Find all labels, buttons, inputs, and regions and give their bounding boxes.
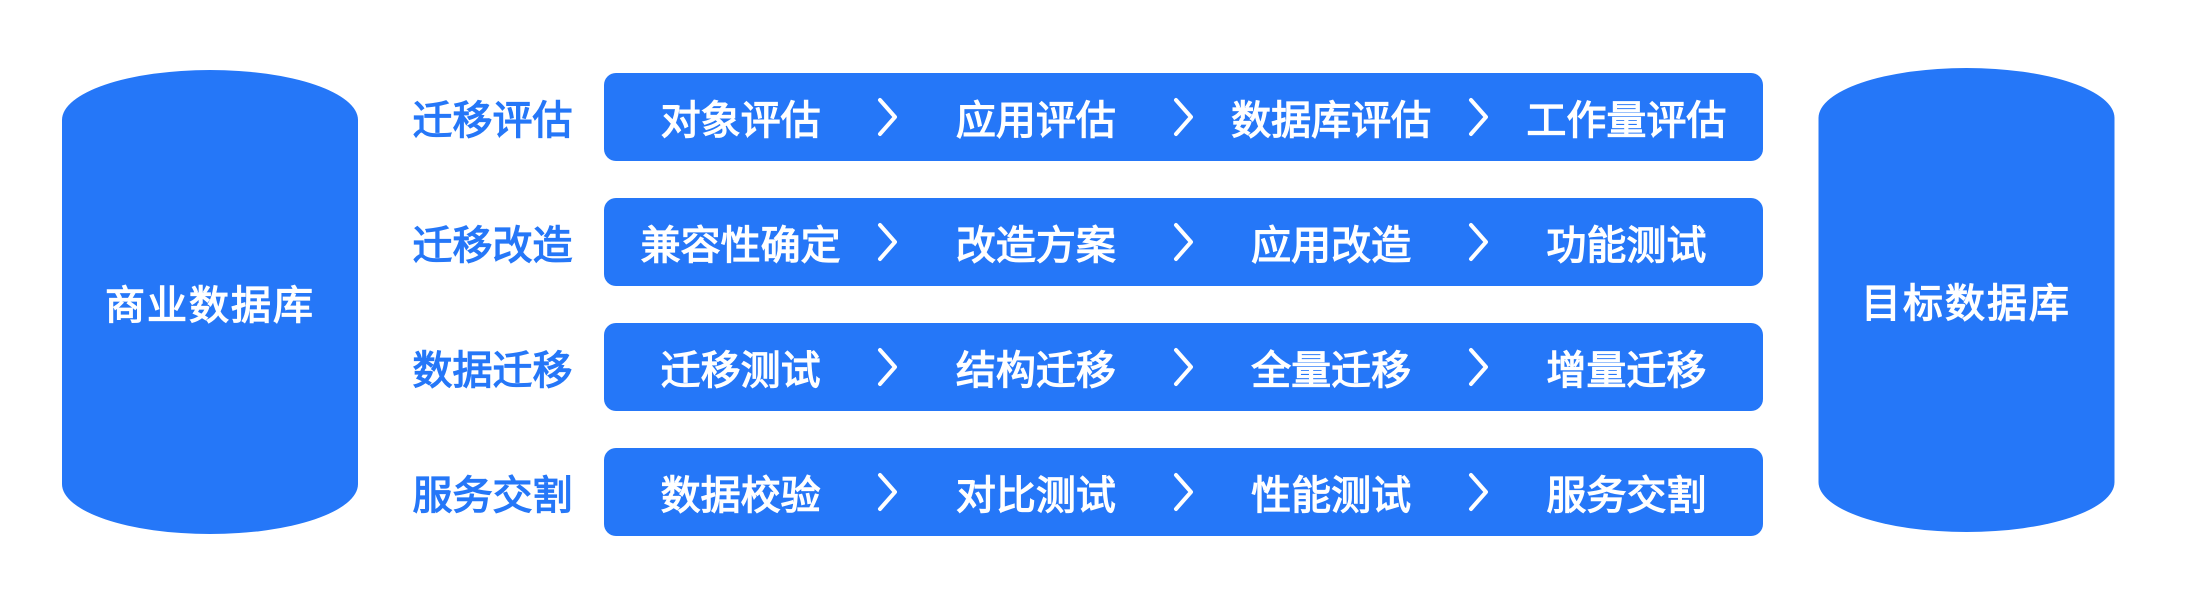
source-database-label: 商业数据库 (105, 284, 315, 328)
process-bar: 对象评估 应用评估 数据库评估 工作量评估 (604, 73, 1763, 161)
target-database-cylinder: 目标数据库 (1818, 68, 2115, 532)
row-label: 迁移评估 (412, 99, 573, 143)
chevron-right-icon (877, 472, 899, 512)
step-label: 性能测试 (1251, 474, 1412, 518)
chevron-right-icon (877, 97, 899, 137)
step-label: 全量迁移 (1251, 349, 1412, 393)
row-label: 迁移改造 (412, 224, 573, 268)
row-label: 服务交割 (412, 474, 573, 518)
source-database-cylinder: 商业数据库 (62, 70, 358, 534)
chevron-right-icon (877, 222, 899, 262)
step-label: 数据库评估 (1231, 99, 1432, 143)
step-label: 兼容性确定 (640, 224, 841, 268)
row-label: 数据迁移 (412, 349, 573, 393)
chevron-right-icon (1468, 347, 1490, 387)
chevron-right-icon (1173, 347, 1195, 387)
step-label: 服务交割 (1546, 474, 1707, 518)
step-label: 数据校验 (660, 474, 821, 518)
step-label: 迁移测试 (660, 349, 821, 393)
step-label: 对象评估 (660, 99, 821, 143)
process-bar: 迁移测试 结构迁移 全量迁移 增量迁移 (604, 323, 1763, 411)
chevron-right-icon (877, 347, 899, 387)
process-row: 服务交割 数据校验 对比测试 性能测试 服务交割 (0, 448, 2185, 536)
process-row: 数据迁移 迁移测试 结构迁移 全量迁移 增量迁移 (0, 323, 2185, 411)
chevron-right-icon (1173, 97, 1195, 137)
target-database-label: 目标数据库 (1861, 282, 2071, 326)
step-label: 结构迁移 (955, 349, 1116, 393)
step-label: 功能测试 (1546, 224, 1707, 268)
chevron-right-icon (1173, 472, 1195, 512)
process-bar: 兼容性确定 改造方案 应用改造 功能测试 (604, 198, 1763, 286)
process-row: 迁移改造 兼容性确定 改造方案 应用改造 功能测试 (0, 198, 2185, 286)
chevron-right-icon (1468, 97, 1490, 137)
step-label: 应用改造 (1251, 224, 1412, 268)
step-label: 对比测试 (955, 474, 1116, 518)
process-bar: 数据校验 对比测试 性能测试 服务交割 (604, 448, 1763, 536)
chevron-right-icon (1173, 222, 1195, 262)
process-row: 迁移评估 对象评估 应用评估 数据库评估 工作量评估 (0, 73, 2185, 161)
step-label: 应用评估 (955, 99, 1116, 143)
step-label: 工作量评估 (1526, 99, 1727, 143)
rows: 迁移评估 对象评估 应用评估 数据库评估 工作量评估迁移改造 兼容性确定 改造方案 应用改造 功… (0, 73, 2185, 573)
step-label: 改造方案 (955, 224, 1116, 268)
chevron-right-icon (1468, 472, 1490, 512)
step-label: 增量迁移 (1546, 349, 1707, 393)
chevron-right-icon (1468, 222, 1490, 262)
